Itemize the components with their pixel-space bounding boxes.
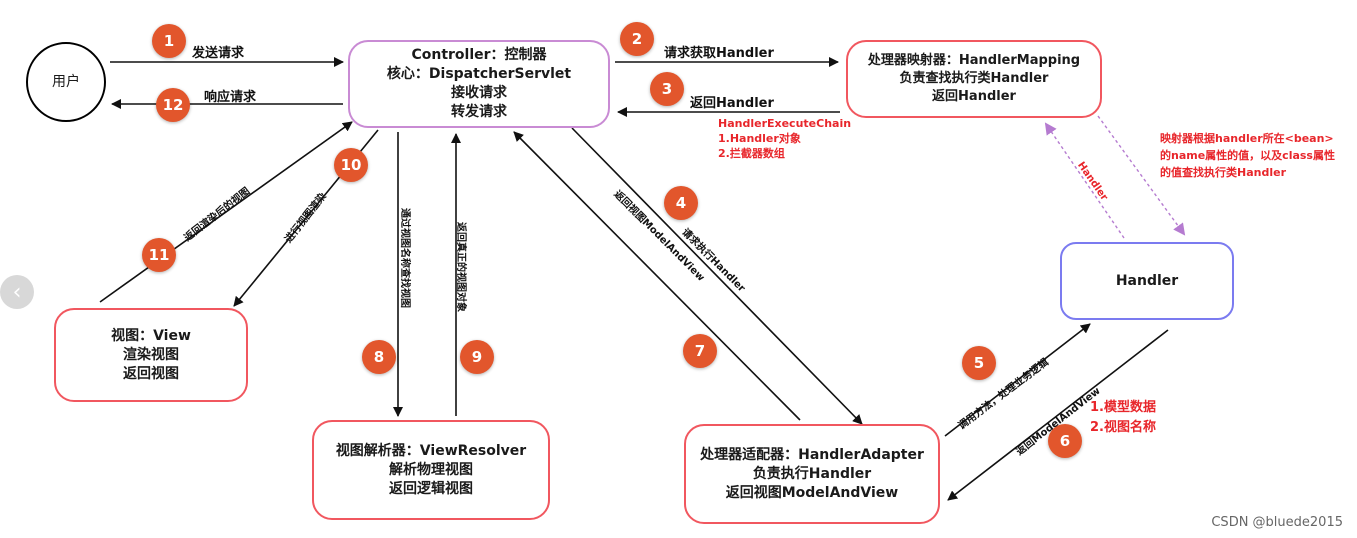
badge-7: 7 [683,334,717,368]
view-resolver-line3: 返回逻辑视图 [389,480,473,497]
user-node: 用户 [26,42,106,122]
view-resolver-node: 视图解析器：ViewResolver 解析物理视图 返回逻辑视图 [312,420,550,520]
arrow-6 [947,329,1169,501]
mapping-note-line2: 的name属性的值，以及class属性 [1160,149,1335,162]
badge-10: 10 [334,148,368,182]
label-send-request: 发送请求 [192,46,245,61]
handler-mapping-line2: 负责查找执行类Handler [899,71,1049,86]
badge-2: 2 [620,22,654,56]
badge-4: 4 [664,186,698,220]
badge-5: 5 [962,346,996,380]
chevron-left-icon[interactable]: ‹ [0,275,34,309]
handler-label: Handler [1115,272,1179,289]
mapping-note-line1: 映射器根据handler所在<bean> [1160,132,1334,145]
handler-adapter-line2: 负责执行Handler [752,465,872,482]
chain-note: HandlerExecuteChain 1.Handler对象 2.拦截器数组 [718,116,851,161]
arrow-dashed-to-handler [1097,115,1186,236]
arrow-7 [513,131,801,421]
controller-node: Controller：控制器 核心：DispatcherServlet 接收请求… [348,40,610,128]
label-real-view: 返回真正的视图对象 [455,222,466,312]
badge-11: 11 [142,238,176,272]
badge-9: 9 [460,340,494,374]
badge-3: 3 [650,72,684,106]
view-line3: 返回视图 [123,365,179,382]
handler-adapter-node: 处理器适配器：HandlerAdapter 负责执行Handler 返回视图Mo… [684,424,940,524]
mapping-note-line3: 的值查找执行类Handler [1160,166,1286,179]
user-label: 用户 [52,73,80,90]
handler-mapping-title: 处理器映射器：HandlerMapping [867,53,1081,68]
view-node: 视图：View 渲染视图 返回视图 [54,308,248,402]
chain-note-title: HandlerExecuteChain [718,117,852,130]
label-respond-request: 响应请求 [204,90,257,105]
arrow-4 [571,127,863,425]
view-resolver-title: 视图解析器：ViewResolver [335,442,527,459]
handler-adapter-title: 处理器适配器：HandlerAdapter [700,446,924,463]
arrow-11 [99,121,353,303]
badge-1: 1 [152,24,186,58]
handler-adapter-line3: 返回视图ModelAndView [725,484,899,501]
arrow-dashed-to-mapping [1044,122,1125,239]
arrow-5 [944,323,1091,437]
handler-mapping-line3: 返回Handler [932,89,1016,104]
controller-core: 核心：DispatcherServlet [386,66,572,82]
controller-title: Controller：控制器 [411,47,547,63]
label-request-handler: 请求获取Handler [664,46,774,61]
label-find-view: 通过视图名称查找视图 [399,208,410,308]
controller-receive: 接收请求 [451,85,507,101]
model-note-line1: 1.模型数据 [1090,400,1156,415]
view-title: 视图：View [111,327,191,344]
handler-mapping-node: 处理器映射器：HandlerMapping 负责查找执行类Handler 返回H… [846,40,1102,118]
badge-6: 6 [1048,424,1082,458]
chain-note-line2: 2.拦截器数组 [718,147,785,160]
controller-forward: 转发请求 [451,104,507,120]
view-resolver-line2: 解析物理视图 [389,461,473,478]
model-note-line2: 2.视图名称 [1090,420,1156,435]
chain-note-line1: 1.Handler对象 [718,132,801,145]
badge-8: 8 [362,340,396,374]
model-note: 1.模型数据 2.视图名称 [1090,398,1156,438]
badge-12: 12 [156,88,190,122]
watermark: CSDN @bluede2015 [1211,515,1343,530]
handler-node: Handler [1060,242,1234,320]
view-line2: 渲染视图 [123,346,179,363]
label-return-handler: 返回Handler [690,96,774,111]
mapping-note: 映射器根据handler所在<bean> 的name属性的值，以及class属性… [1160,130,1335,181]
